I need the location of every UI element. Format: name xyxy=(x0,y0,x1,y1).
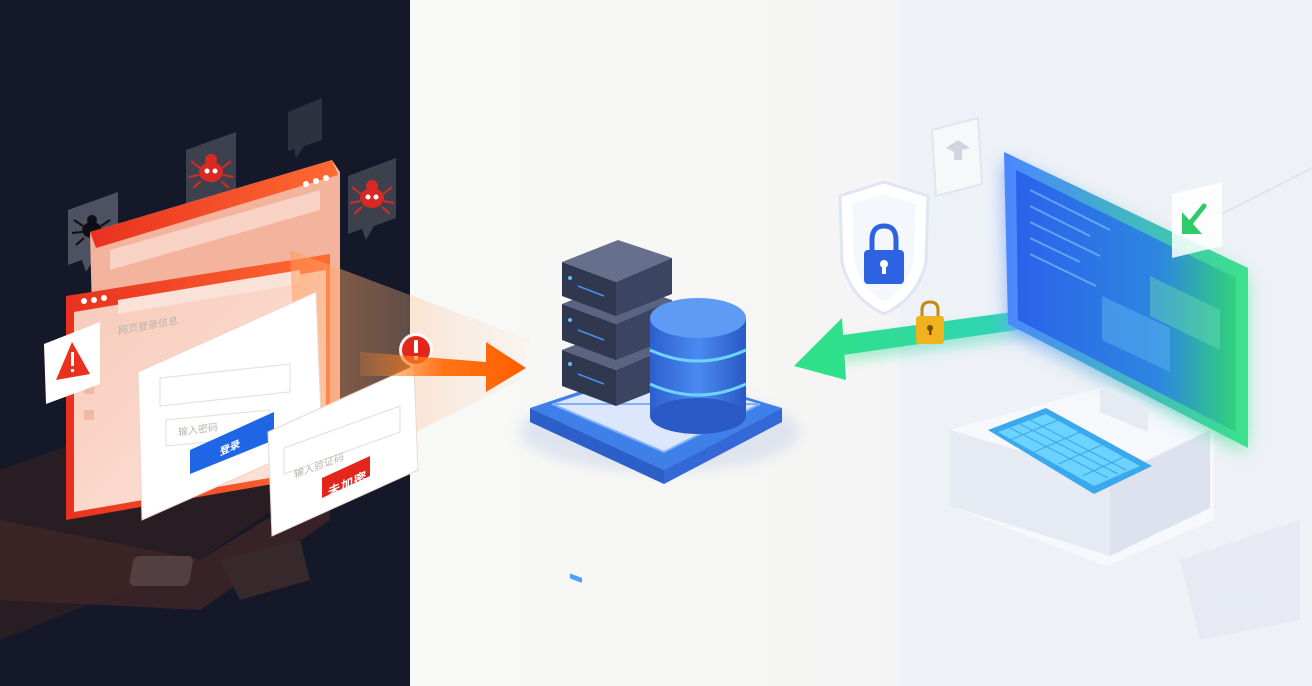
database-icon xyxy=(649,298,747,434)
warning-icon xyxy=(44,322,100,404)
empty-bubble-icon xyxy=(288,98,322,158)
unencrypted-button[interactable] xyxy=(322,456,370,498)
secure-arrow xyxy=(794,306,1060,380)
login-card xyxy=(137,291,323,521)
lock-icon xyxy=(916,300,944,344)
login-button[interactable] xyxy=(190,412,274,474)
download-icon xyxy=(1172,182,1222,258)
keyboard-icon xyxy=(988,408,1152,494)
bug-icon xyxy=(348,158,396,240)
monitor-icon xyxy=(1004,152,1248,452)
threat-arrow xyxy=(360,342,526,392)
shield-icon xyxy=(838,180,930,316)
alert-card xyxy=(267,365,419,537)
lock-icon xyxy=(864,223,904,284)
upload-card-icon xyxy=(930,116,984,198)
